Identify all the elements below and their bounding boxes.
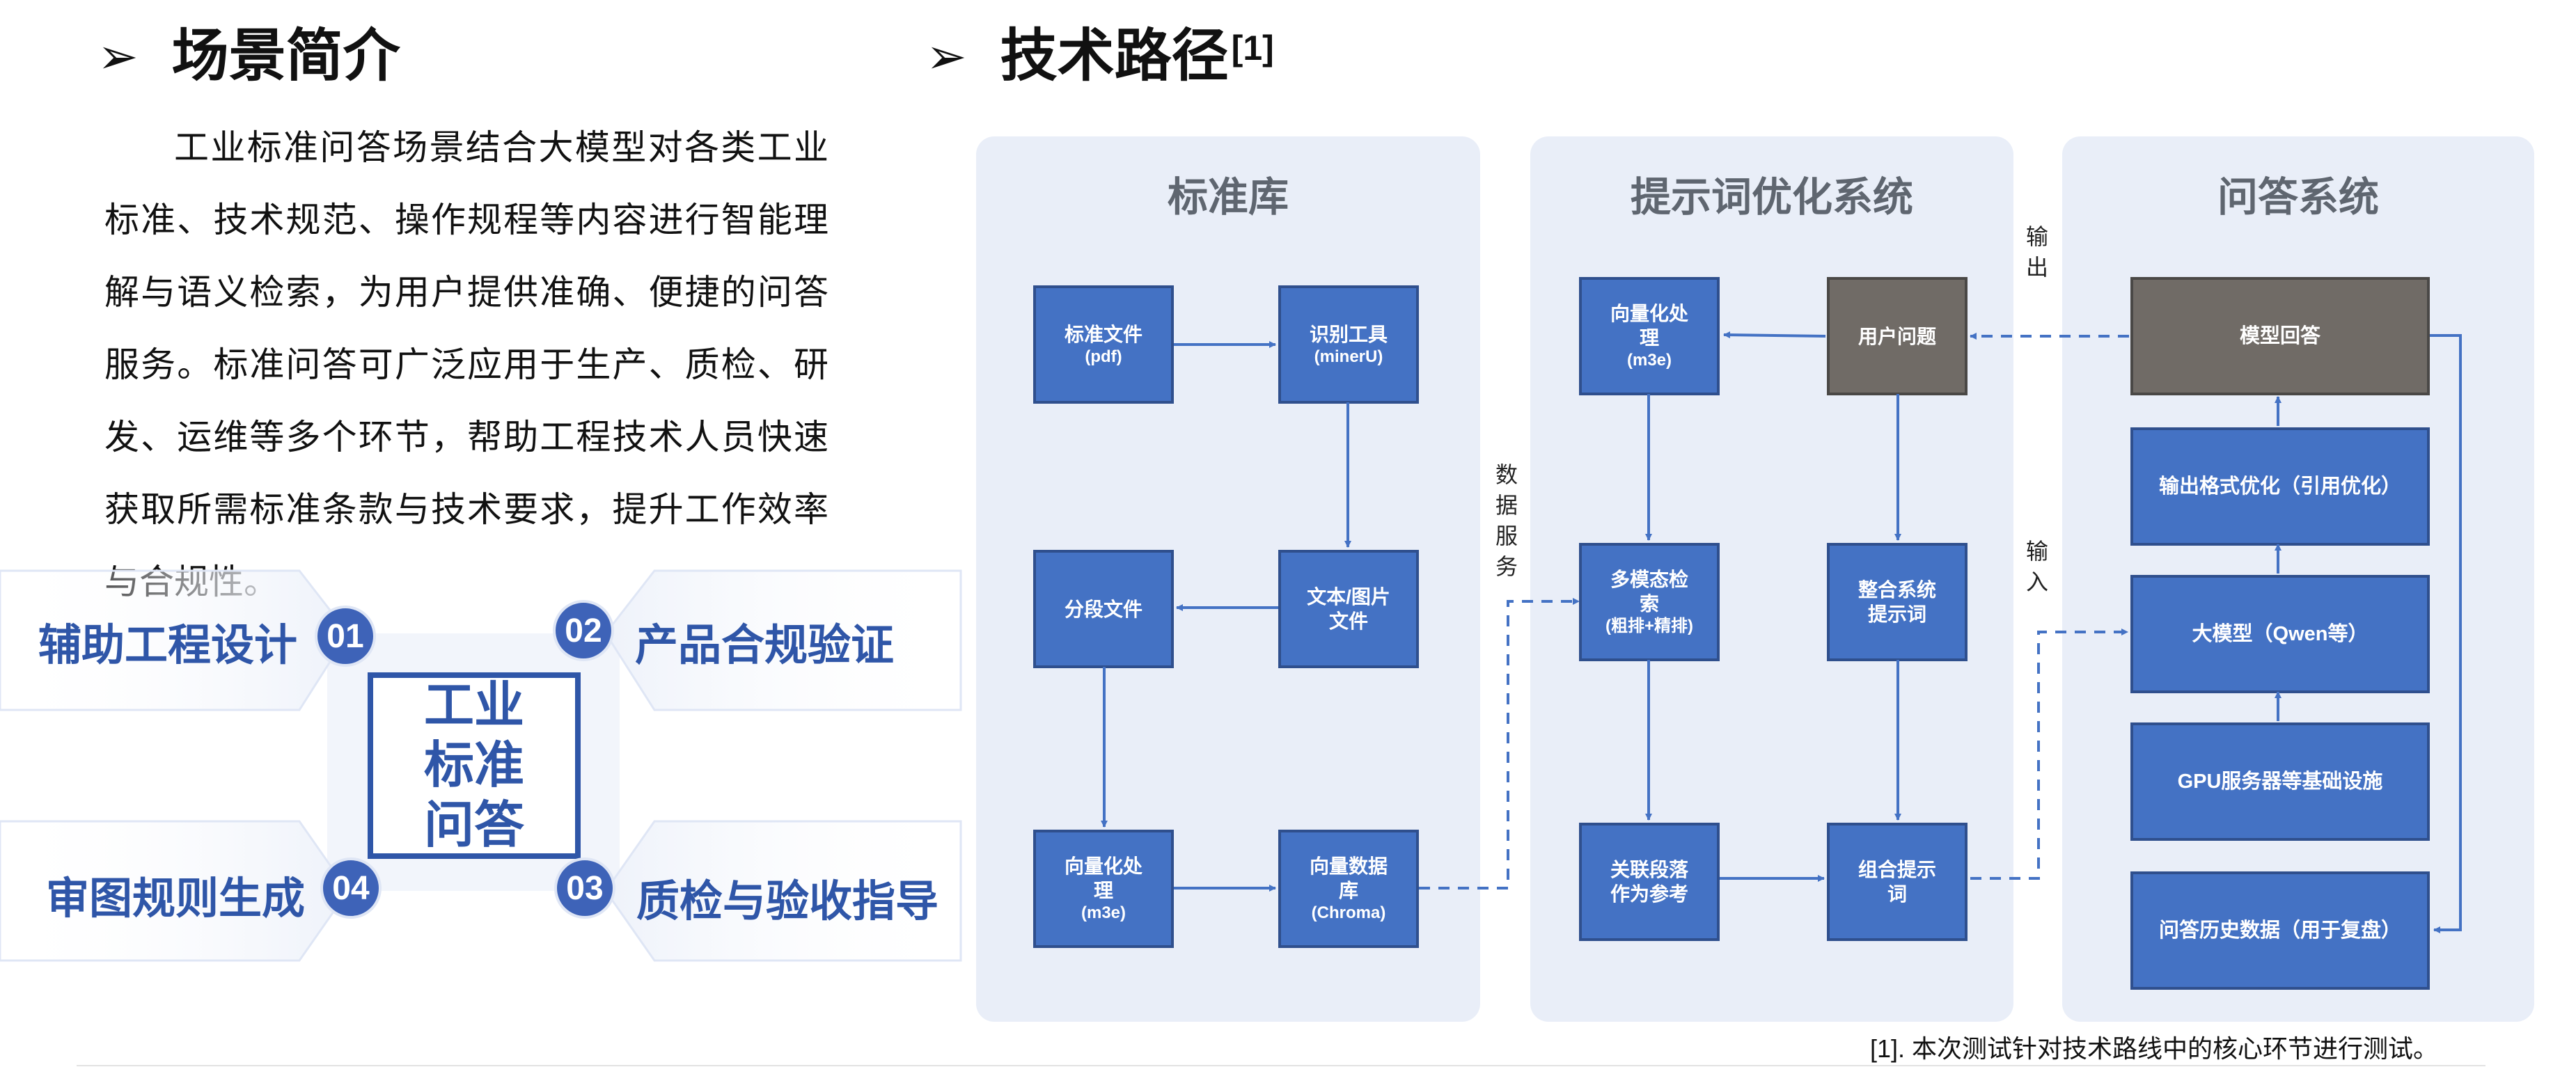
node-vec-proc-b-l1: 向量化处 bbox=[1610, 303, 1688, 324]
scenario-04-label: 审图规则生成 bbox=[46, 875, 306, 923]
node-vec-proc-a-l2: 理 bbox=[1093, 880, 1113, 901]
node-model-answer: 模型回答 bbox=[2130, 277, 2430, 395]
label-output: 输出 bbox=[2025, 224, 2048, 280]
node-segment: 分段文件 bbox=[1033, 550, 1174, 668]
node-text-img-l2: 文件 bbox=[1328, 610, 1368, 632]
node-user-question-l1: 用户问题 bbox=[1858, 325, 1936, 347]
node-vec-proc-a: 向量化处 理 (m3e) bbox=[1033, 830, 1174, 948]
node-model-answer-l1: 模型回答 bbox=[2239, 324, 2320, 347]
scenario-03-label: 质检与验收指导 bbox=[636, 878, 939, 926]
node-vec-proc-a-l1: 向量化处 bbox=[1064, 855, 1142, 877]
node-std-file: 标准文件 (pdf) bbox=[1033, 285, 1174, 404]
node-recog-tool-l1: 识别工具 bbox=[1309, 323, 1388, 345]
scenario-02-badge: 02 bbox=[553, 600, 614, 661]
node-recog-tool: 识别工具 (minerU) bbox=[1278, 285, 1419, 404]
path-title-ref: [1] bbox=[1231, 29, 1274, 68]
section-title-path: ➢ 技术路径[1] bbox=[926, 28, 1274, 85]
node-gpu: GPU服务器等基础设施 bbox=[2130, 722, 2430, 841]
scenario-02-label: 产品合规验证 bbox=[635, 622, 895, 670]
path-title-text: 技术路径 bbox=[1000, 24, 1229, 88]
node-segment-l1: 分段文件 bbox=[1064, 598, 1142, 620]
band-01 bbox=[0, 569, 350, 711]
node-integrate-l1: 整合系统 bbox=[1858, 579, 1936, 601]
node-vec-proc-a-l3: (m3e) bbox=[1081, 903, 1126, 922]
node-recog-tool-l2: (minerU) bbox=[1314, 347, 1383, 366]
node-vec-db-l2: 库 bbox=[1338, 880, 1358, 901]
node-vec-db-l1: 向量数据 bbox=[1309, 855, 1388, 877]
node-combine: 组合提示 词 bbox=[1827, 823, 1968, 941]
intro-text: 工业标准问答场景结合大模型对各类工业标准、技术规范、操作规程等内容进行智能理解与… bbox=[104, 128, 828, 601]
section-title-intro: ➢ 场景简介 bbox=[97, 28, 400, 85]
node-related: 关联段落 作为参考 bbox=[1579, 823, 1720, 941]
arrow-bullet-icon: ➢ bbox=[97, 29, 139, 84]
label-input: 输入 bbox=[2025, 539, 2048, 594]
node-gpu-l1: GPU服务器等基础设施 bbox=[2177, 770, 2383, 793]
band-04 bbox=[0, 820, 350, 962]
node-output-format: 输出格式优化（引用优化） bbox=[2130, 427, 2430, 546]
node-combine-l1: 组合提示 bbox=[1858, 859, 1936, 880]
band-03 bbox=[604, 820, 962, 962]
node-multimodal: 多模态检 索 (粗排+精排) bbox=[1579, 543, 1720, 661]
bottom-divider bbox=[77, 1065, 2485, 1066]
node-user-question: 用户问题 bbox=[1827, 277, 1968, 395]
node-text-img-l1: 文本/图片 bbox=[1307, 586, 1390, 608]
panel-title-qa-system: 问答系统 bbox=[2217, 175, 2379, 220]
node-integrate: 整合系统 提示词 bbox=[1827, 543, 1968, 661]
node-related-l2: 作为参考 bbox=[1610, 883, 1688, 905]
node-std-file-l1: 标准文件 bbox=[1064, 323, 1142, 345]
node-combine-l2: 词 bbox=[1887, 883, 1907, 905]
center-label: 工业标准问答 bbox=[423, 678, 524, 853]
scenario-01-badge: 01 bbox=[315, 606, 376, 667]
label-data-service: 数据服务 bbox=[1495, 462, 1518, 579]
node-vec-proc-b-l2: 理 bbox=[1639, 327, 1659, 349]
band-02 bbox=[604, 569, 962, 711]
node-history-l1: 问答历史数据（用于复盘） bbox=[2158, 919, 2401, 942]
node-multimodal-l3: (粗排+精排) bbox=[1605, 617, 1693, 635]
node-history: 问答历史数据（用于复盘） bbox=[2130, 871, 2430, 990]
node-text-img: 文本/图片 文件 bbox=[1278, 550, 1419, 668]
intro-title-text: 场景简介 bbox=[171, 24, 400, 88]
footnote: [1]. 本次测试针对技术路线中的核心环节进行测试。 bbox=[1870, 1034, 2439, 1063]
node-integrate-l2: 提示词 bbox=[1867, 603, 1926, 625]
center-box: 工业标准问答 bbox=[368, 672, 581, 859]
node-multimodal-l1: 多模态检 bbox=[1610, 569, 1688, 590]
node-related-l1: 关联段落 bbox=[1610, 859, 1688, 880]
node-multimodal-l2: 索 bbox=[1639, 593, 1659, 615]
scenario-01-label: 辅助工程设计 bbox=[38, 622, 298, 670]
node-llm: 大模型（Qwen等） bbox=[2130, 575, 2430, 693]
intro-paragraph: 工业标准问答场景结合大模型对各类工业标准、技术规范、操作规程等内容进行智能理解与… bbox=[104, 111, 828, 618]
node-vec-db-l3: (Chroma) bbox=[1311, 903, 1386, 922]
scenario-04-badge: 04 bbox=[320, 857, 382, 919]
node-vec-proc-b: 向量化处 理 (m3e) bbox=[1579, 277, 1720, 395]
panel-title-prompt-opt: 提示词优化系统 bbox=[1630, 175, 1913, 220]
scenario-03-badge: 03 bbox=[554, 857, 615, 919]
node-vec-proc-b-l3: (m3e) bbox=[1626, 351, 1672, 370]
node-output-format-l1: 输出格式优化（引用优化） bbox=[2158, 475, 2401, 498]
node-llm-l1: 大模型（Qwen等） bbox=[2192, 622, 2369, 645]
node-vec-db: 向量数据 库 (Chroma) bbox=[1278, 830, 1419, 948]
node-std-file-l2: (pdf) bbox=[1085, 347, 1122, 366]
panel-title-standard-lib: 标准库 bbox=[1167, 175, 1289, 220]
arrow-bullet-icon: ➢ bbox=[926, 29, 967, 84]
